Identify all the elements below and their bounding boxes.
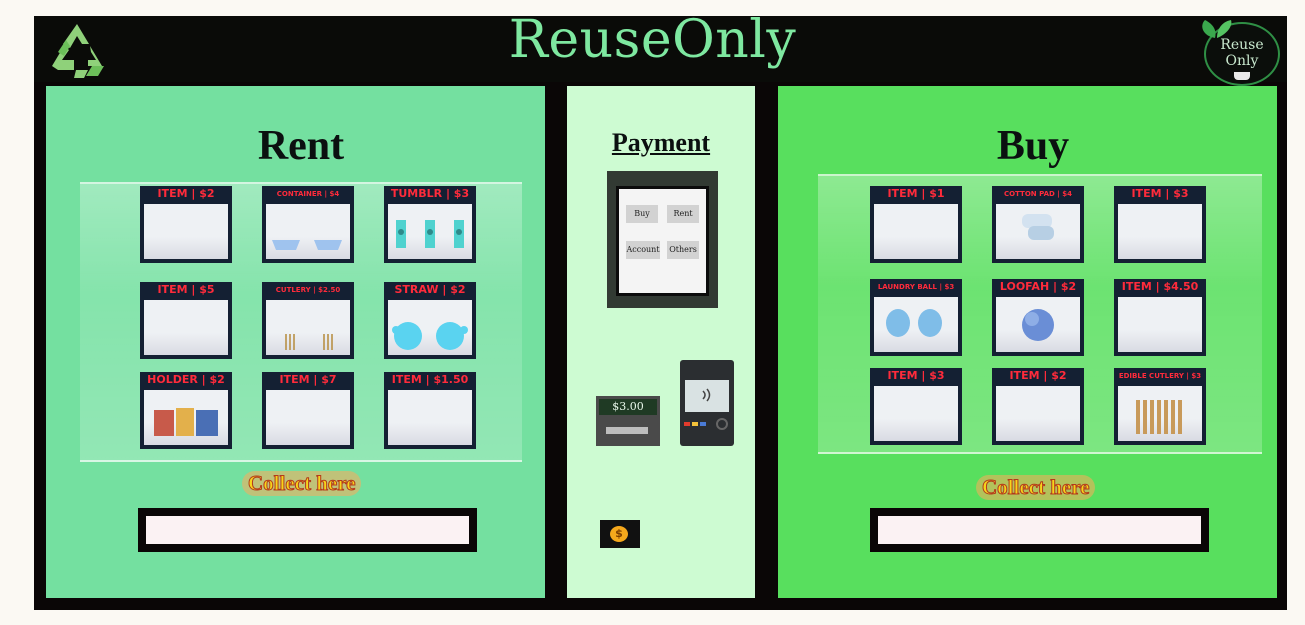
slot-window	[144, 204, 228, 259]
buy-collect-label: Collect here	[976, 475, 1096, 500]
tumbler-icon	[396, 220, 464, 248]
rent-slot-3[interactable]: TUMBLR | $3	[384, 186, 476, 263]
recycle-icon	[52, 24, 104, 78]
slot-window	[996, 386, 1080, 441]
buy-slot-6[interactable]: ITEM | $4.50	[1114, 279, 1206, 356]
rent-slot-6[interactable]: STRAW | $2	[384, 282, 476, 359]
edible-cutlery-icon	[1136, 400, 1182, 434]
header-bar	[34, 16, 1287, 82]
rent-tray-opening	[146, 516, 469, 544]
coin-icon: $	[610, 526, 628, 542]
slot-label: ITEM | $7	[279, 373, 337, 386]
slot-label: CONTAINER | $4	[276, 190, 340, 198]
card-reader[interactable]	[680, 360, 734, 446]
slot-window	[388, 204, 472, 259]
payment-title: Payment	[611, 128, 711, 157]
slot-label: TUMBLR | $3	[390, 187, 470, 200]
buy-slot-8[interactable]: ITEM | $2	[992, 368, 1084, 445]
keypad-button[interactable]	[716, 418, 728, 430]
slot-window	[1118, 297, 1202, 352]
slot-window	[874, 386, 958, 441]
container-icon	[272, 240, 342, 250]
buy-slot-9[interactable]: EDIBLE CUTLERY | $3	[1114, 368, 1206, 445]
buy-slot-2[interactable]: COTTON PAD | $4	[992, 186, 1084, 263]
rent-slot-4[interactable]: ITEM | $5	[140, 282, 232, 359]
payment-panel	[567, 86, 755, 598]
card-logo-icon	[684, 422, 690, 426]
buy-slot-5[interactable]: LOOFAH | $2	[992, 279, 1084, 356]
card-reader-screen	[685, 380, 729, 412]
buy-slot-7[interactable]: ITEM | $3	[870, 368, 962, 445]
card-logo-icon	[700, 422, 706, 426]
slot-window	[388, 300, 472, 355]
laundry-ball-icon	[886, 309, 942, 337]
slot-label: ITEM | $5	[157, 283, 215, 296]
rent-slot-7[interactable]: HOLDER | $2	[140, 372, 232, 449]
bill-insert-slot[interactable]	[606, 427, 648, 434]
slot-label: HOLDER | $2	[147, 373, 225, 386]
screen-others-button[interactable]: Others	[667, 241, 699, 259]
buy-tray-opening	[878, 516, 1201, 544]
touchscreen: Buy Rent Account Others	[616, 186, 709, 296]
slot-window	[388, 390, 472, 445]
rent-title: Rent	[257, 123, 345, 169]
slot-window	[1118, 386, 1202, 441]
slot-label: ITEM | $1.50	[391, 373, 469, 386]
slot-label: CUTLERY | $2.50	[275, 286, 341, 294]
screen-rent-button[interactable]: Rent	[667, 205, 699, 223]
leaf-icon	[1202, 20, 1232, 38]
contactless-icon	[702, 388, 711, 402]
slot-label: STRAW | $2	[394, 283, 466, 296]
cotton-pad-icon	[1022, 214, 1054, 240]
cash-display: $3.00	[599, 399, 657, 415]
slot-window	[996, 204, 1080, 259]
brand-logo: Reuse Only	[1204, 22, 1280, 86]
rent-panel: Rent ITEM | $2 CONTAINER | $4 TUMBLR | $…	[46, 86, 545, 598]
slot-label: LAUNDRY BALL | $3	[877, 283, 955, 291]
slot-label: ITEM | $2	[157, 187, 215, 200]
slot-label: LOOFAH | $2	[999, 280, 1077, 293]
slot-window	[266, 204, 350, 259]
rent-collection-tray[interactable]	[138, 508, 477, 552]
app-title: ReuseOnly	[508, 10, 797, 70]
logo-text-line2: Only	[1225, 53, 1259, 69]
slot-window	[144, 390, 228, 445]
rent-slot-2[interactable]: CONTAINER | $4	[262, 186, 354, 263]
buy-slot-3[interactable]: ITEM | $3	[1114, 186, 1206, 263]
screen-buy-button[interactable]: Buy	[626, 205, 658, 223]
rent-slot-1[interactable]: ITEM | $2	[140, 186, 232, 263]
buy-panel: Buy ITEM | $1 COTTON PAD | $4 ITEM | $3 …	[778, 86, 1277, 598]
slot-window	[1118, 204, 1202, 259]
buy-collection-tray[interactable]	[870, 508, 1209, 552]
cutlery-icon	[285, 334, 333, 350]
slot-label: COTTON PAD | $4	[1004, 190, 1072, 198]
slot-label: EDIBLE CUTLERY | $3	[1118, 372, 1202, 380]
rent-slot-5[interactable]: CUTLERY | $2.50	[262, 282, 354, 359]
card-logo-icon	[692, 422, 698, 426]
rent-slot-9[interactable]: ITEM | $1.50	[384, 372, 476, 449]
slot-window	[996, 297, 1080, 352]
rent-slot-8[interactable]: ITEM | $7	[262, 372, 354, 449]
buy-slot-1[interactable]: ITEM | $1	[870, 186, 962, 263]
slot-label: ITEM | $2	[1009, 369, 1067, 382]
logo-text-line1: Reuse	[1220, 37, 1264, 53]
slot-window	[874, 297, 958, 352]
slot-label: ITEM | $1	[887, 187, 945, 200]
slot-window	[144, 300, 228, 355]
slot-window	[266, 390, 350, 445]
slot-window	[266, 300, 350, 355]
slot-window	[874, 204, 958, 259]
holder-icon	[154, 408, 218, 436]
rent-collect-label: Collect here	[242, 471, 362, 496]
loofah-icon	[1022, 309, 1054, 341]
buy-title: Buy	[996, 123, 1070, 169]
slot-label: ITEM | $3	[887, 369, 945, 382]
buy-slot-4[interactable]: LAUNDRY BALL | $3	[870, 279, 962, 356]
screen-account-button[interactable]: Account	[626, 241, 660, 259]
cup-icon	[1234, 72, 1250, 80]
slot-label: ITEM | $4.50	[1121, 280, 1199, 293]
straw-icon	[392, 322, 468, 350]
slot-label: ITEM | $3	[1131, 187, 1189, 200]
